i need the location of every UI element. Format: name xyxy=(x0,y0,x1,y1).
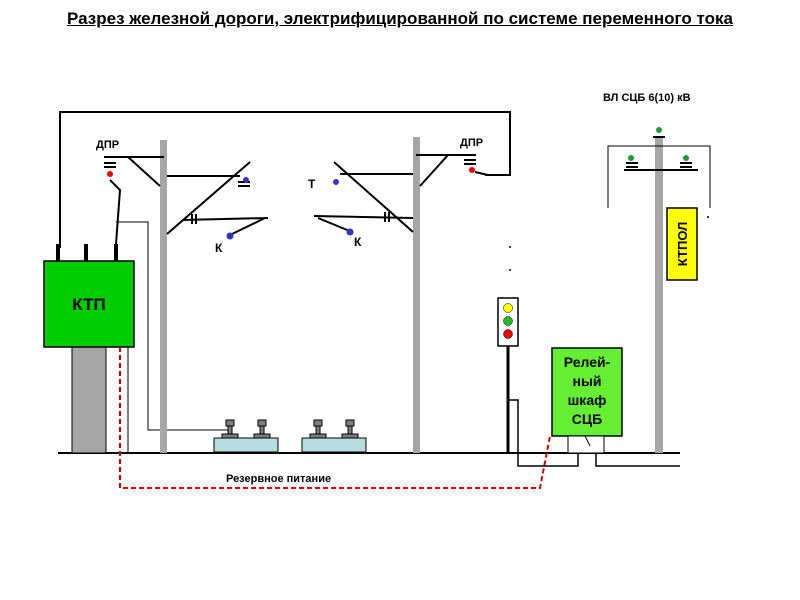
vl-line-label: ВЛ СЦБ 6(10) кВ xyxy=(603,92,691,104)
ktp-label: КТП xyxy=(72,295,105,314)
relay-cabinet-base xyxy=(567,435,605,454)
rail-icon xyxy=(253,419,271,439)
cantilever-right-arm2 xyxy=(317,217,353,233)
feeder-line xyxy=(59,111,511,248)
ktp-foundation xyxy=(71,346,107,454)
ktpol-cable xyxy=(595,453,680,467)
signal-red-light-icon xyxy=(503,329,513,339)
rail-icon xyxy=(341,419,359,439)
diagram-title: Разрез железной дороги, электрифицирован… xyxy=(67,9,733,28)
ktpol-label: КТПОЛ xyxy=(675,222,690,266)
relay-label-line3: шкаф xyxy=(568,392,607,408)
cantilever-right-arm xyxy=(313,215,414,219)
cantilever-left-arm xyxy=(181,217,269,221)
rail-icon xyxy=(221,419,239,439)
k-right-label: К xyxy=(354,235,362,249)
dpr-right-feeder xyxy=(474,171,489,176)
dpr-right-label: ДПР xyxy=(460,137,483,149)
pole-left xyxy=(160,140,167,453)
rail-icon xyxy=(309,419,327,439)
insulator-icon xyxy=(683,155,689,161)
relay-label-line1: Релей- xyxy=(564,354,611,370)
dpr-right-brace xyxy=(419,154,449,187)
ktp-rail-wire xyxy=(116,221,232,431)
t-label: Т xyxy=(308,177,316,191)
contact-wire-icon xyxy=(226,232,234,240)
pole-right xyxy=(413,137,420,453)
ktpol-box xyxy=(666,207,698,281)
messenger-icon xyxy=(243,177,249,183)
relay-cabinet xyxy=(551,347,623,437)
insulator-icon xyxy=(628,155,634,161)
vl-crossarm xyxy=(607,145,711,208)
contact-wire-icon xyxy=(346,228,354,236)
dot-marker xyxy=(707,216,709,218)
reserve-power-label: Резервное питание xyxy=(226,473,331,485)
messenger-icon xyxy=(333,179,339,185)
relay-label-line4: СЦБ xyxy=(572,411,602,427)
dot-marker xyxy=(509,269,511,271)
sleeper-right xyxy=(301,437,367,453)
k-left-label: К xyxy=(215,241,223,255)
insulator-icon xyxy=(107,171,113,177)
signal-yellow-light-icon xyxy=(503,303,513,313)
dpr-left-brace xyxy=(127,156,161,187)
cantilever-left-upper xyxy=(166,161,251,235)
relay-label-line2: ный xyxy=(572,373,601,389)
signal-cable xyxy=(508,399,579,467)
insulator-icon xyxy=(656,127,662,133)
cantilever-left-arm2 xyxy=(231,217,266,235)
dot-marker xyxy=(509,246,511,248)
pole-vl xyxy=(655,137,663,453)
ktp-box xyxy=(43,260,135,348)
ktp-dpr-wire xyxy=(109,179,122,245)
reserve-power-line xyxy=(119,347,551,489)
dpr-left-label: ДПР xyxy=(96,139,119,151)
insulator-icon xyxy=(469,167,475,173)
sleeper-left xyxy=(213,437,279,453)
cantilever-right-upper xyxy=(333,161,414,233)
signal-green-light-icon xyxy=(503,316,513,326)
cabinet-cable xyxy=(584,435,591,447)
